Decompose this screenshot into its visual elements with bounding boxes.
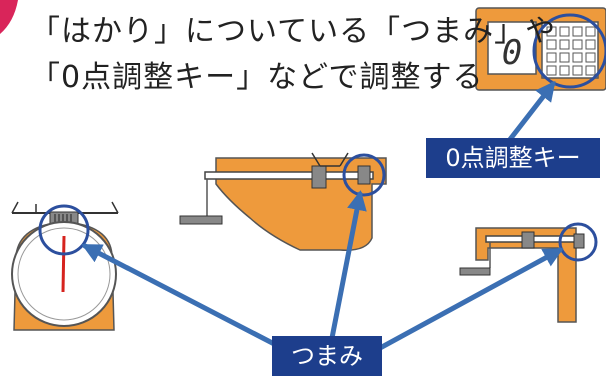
arrow-to-beam-knob — [377, 247, 564, 351]
headline-line-1: 「はかり」についている「つまみ」や — [30, 14, 557, 49]
dial-scale — [11, 201, 119, 331]
digital-scale: 0 — [475, 7, 606, 91]
knob-label: つまみ — [272, 336, 382, 376]
beam-scale — [459, 222, 598, 323]
arrow-to-platform-knob — [329, 190, 367, 341]
zero-adjust-keypad — [546, 26, 596, 76]
dial-knob-highlight-ring — [38, 204, 90, 256]
keypad-highlight-ring — [532, 13, 606, 89]
corner-accent — [0, 0, 18, 34]
arrow-to-keypad — [505, 80, 556, 145]
dial-needle — [61, 235, 66, 293]
pointer-arrows — [81, 80, 564, 351]
beam-knob-highlight-ring — [558, 222, 598, 262]
zero-adjust-key-label: 0点調整キー — [426, 138, 600, 178]
platform-scale — [179, 152, 387, 251]
arrow-to-dial-knob — [81, 243, 285, 351]
scale-display-digit: 0 — [502, 33, 522, 73]
headline-line-2: 「0点調整キー」などで調整する — [30, 60, 484, 95]
